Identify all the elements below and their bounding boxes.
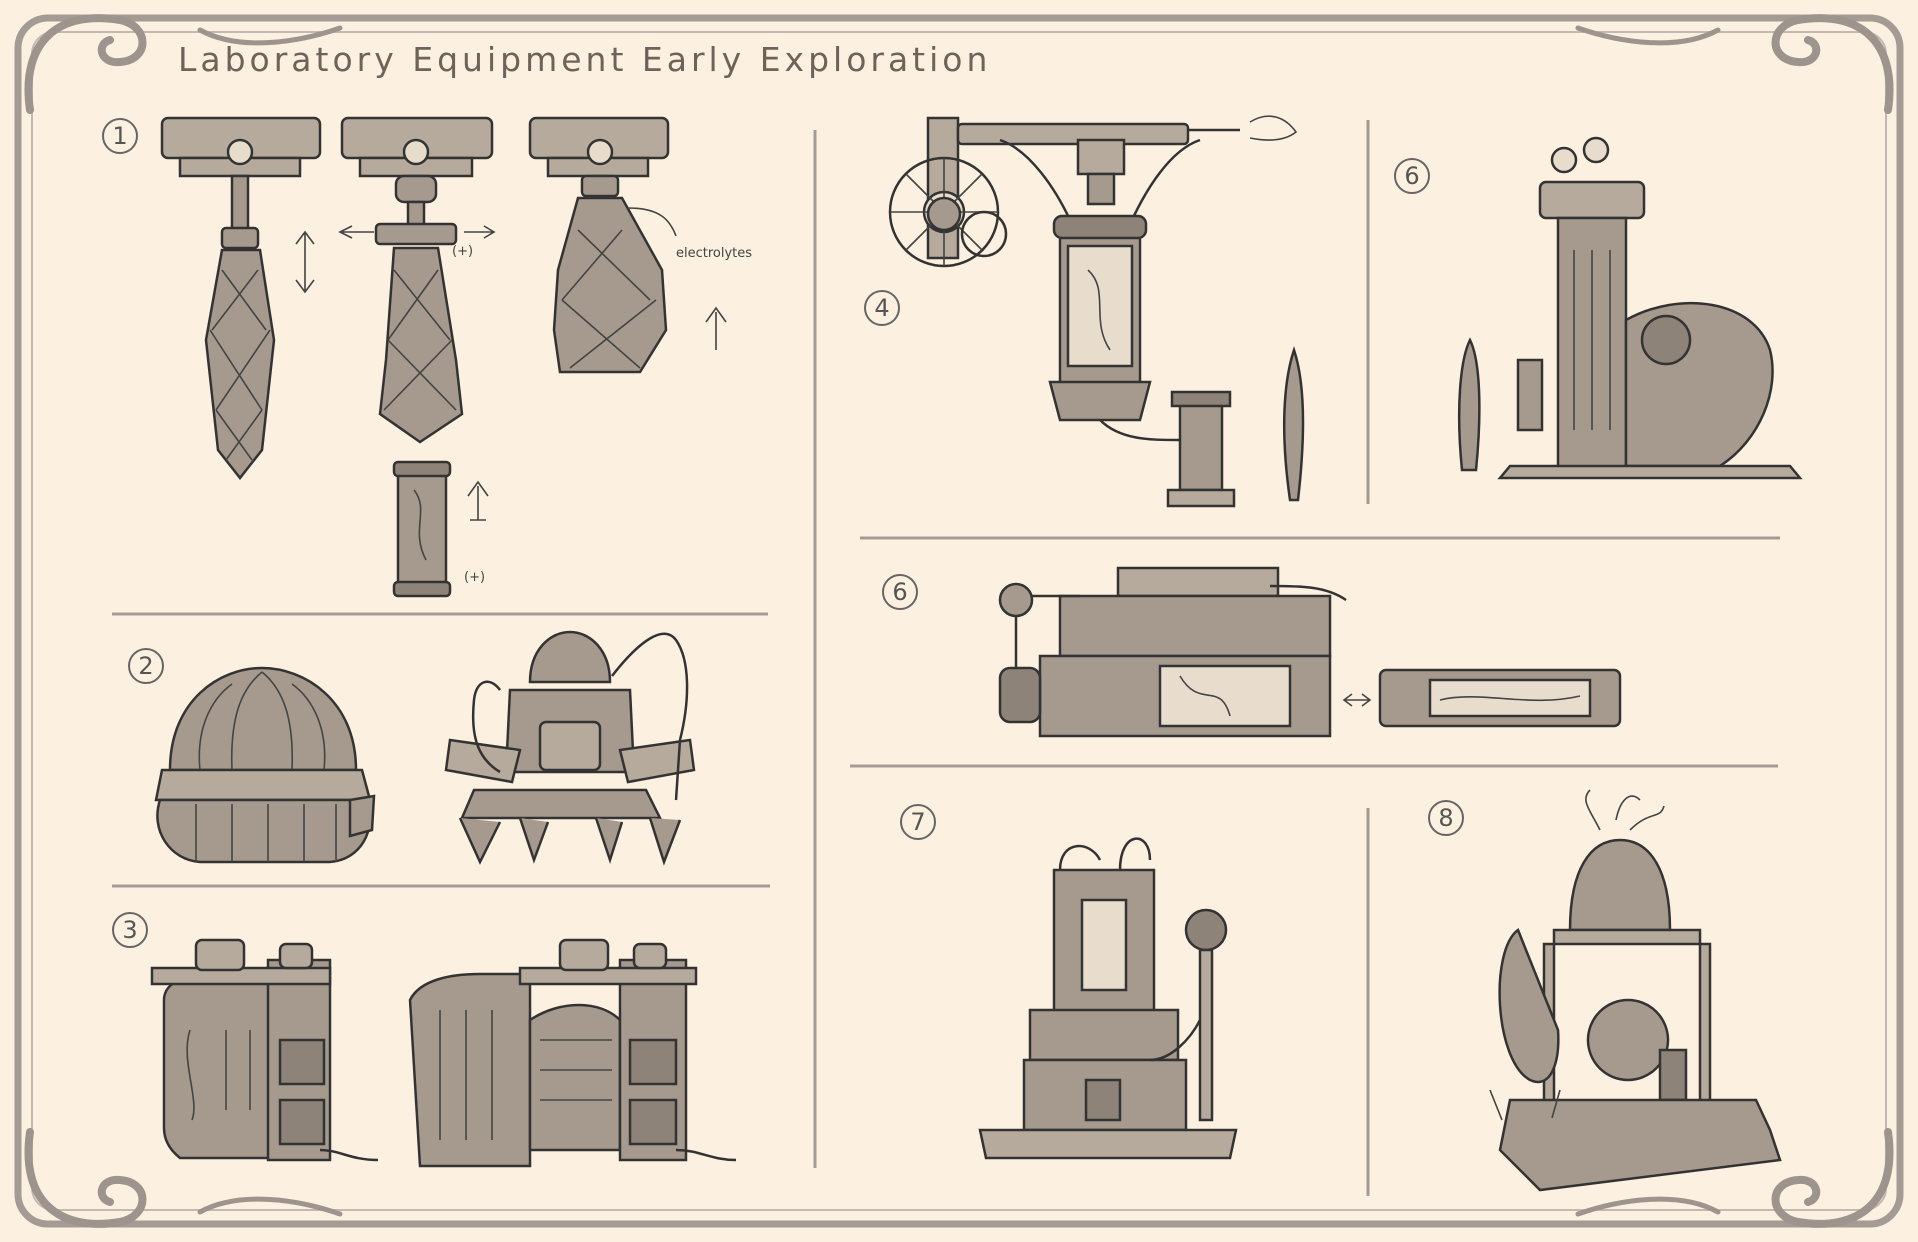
annotation-plus: (+) — [464, 570, 486, 585]
sketch-5-pod-machine — [1457, 136, 1803, 480]
section-dividers — [112, 120, 1780, 1196]
section-number: 6 — [1394, 158, 1430, 194]
annotation-plus: (+) — [452, 244, 474, 259]
sketch-7-throne-device — [978, 837, 1238, 1160]
section-number: 2 — [128, 648, 164, 684]
sketch-3-tank-machines — [150, 938, 737, 1168]
section-number: 7 — [900, 804, 936, 840]
sketch-2-dome-machines — [154, 630, 696, 866]
sketch-1-hanging-vessels — [160, 116, 727, 598]
sketch-4-gear-tube — [888, 115, 1305, 508]
section-number: 6 — [882, 574, 918, 610]
section-number: 3 — [112, 912, 148, 948]
page-title: Laboratory Equipment Early Exploration — [178, 40, 992, 79]
section-number: 8 — [1428, 800, 1464, 836]
sketch-8-dome-apparatus — [1489, 789, 1782, 1192]
annotation-electrolytes: electrolytes — [676, 246, 753, 261]
section-number: 4 — [864, 290, 900, 326]
section-number: 1 — [102, 118, 138, 154]
sketch-6-sarcophagus — [998, 566, 1622, 738]
